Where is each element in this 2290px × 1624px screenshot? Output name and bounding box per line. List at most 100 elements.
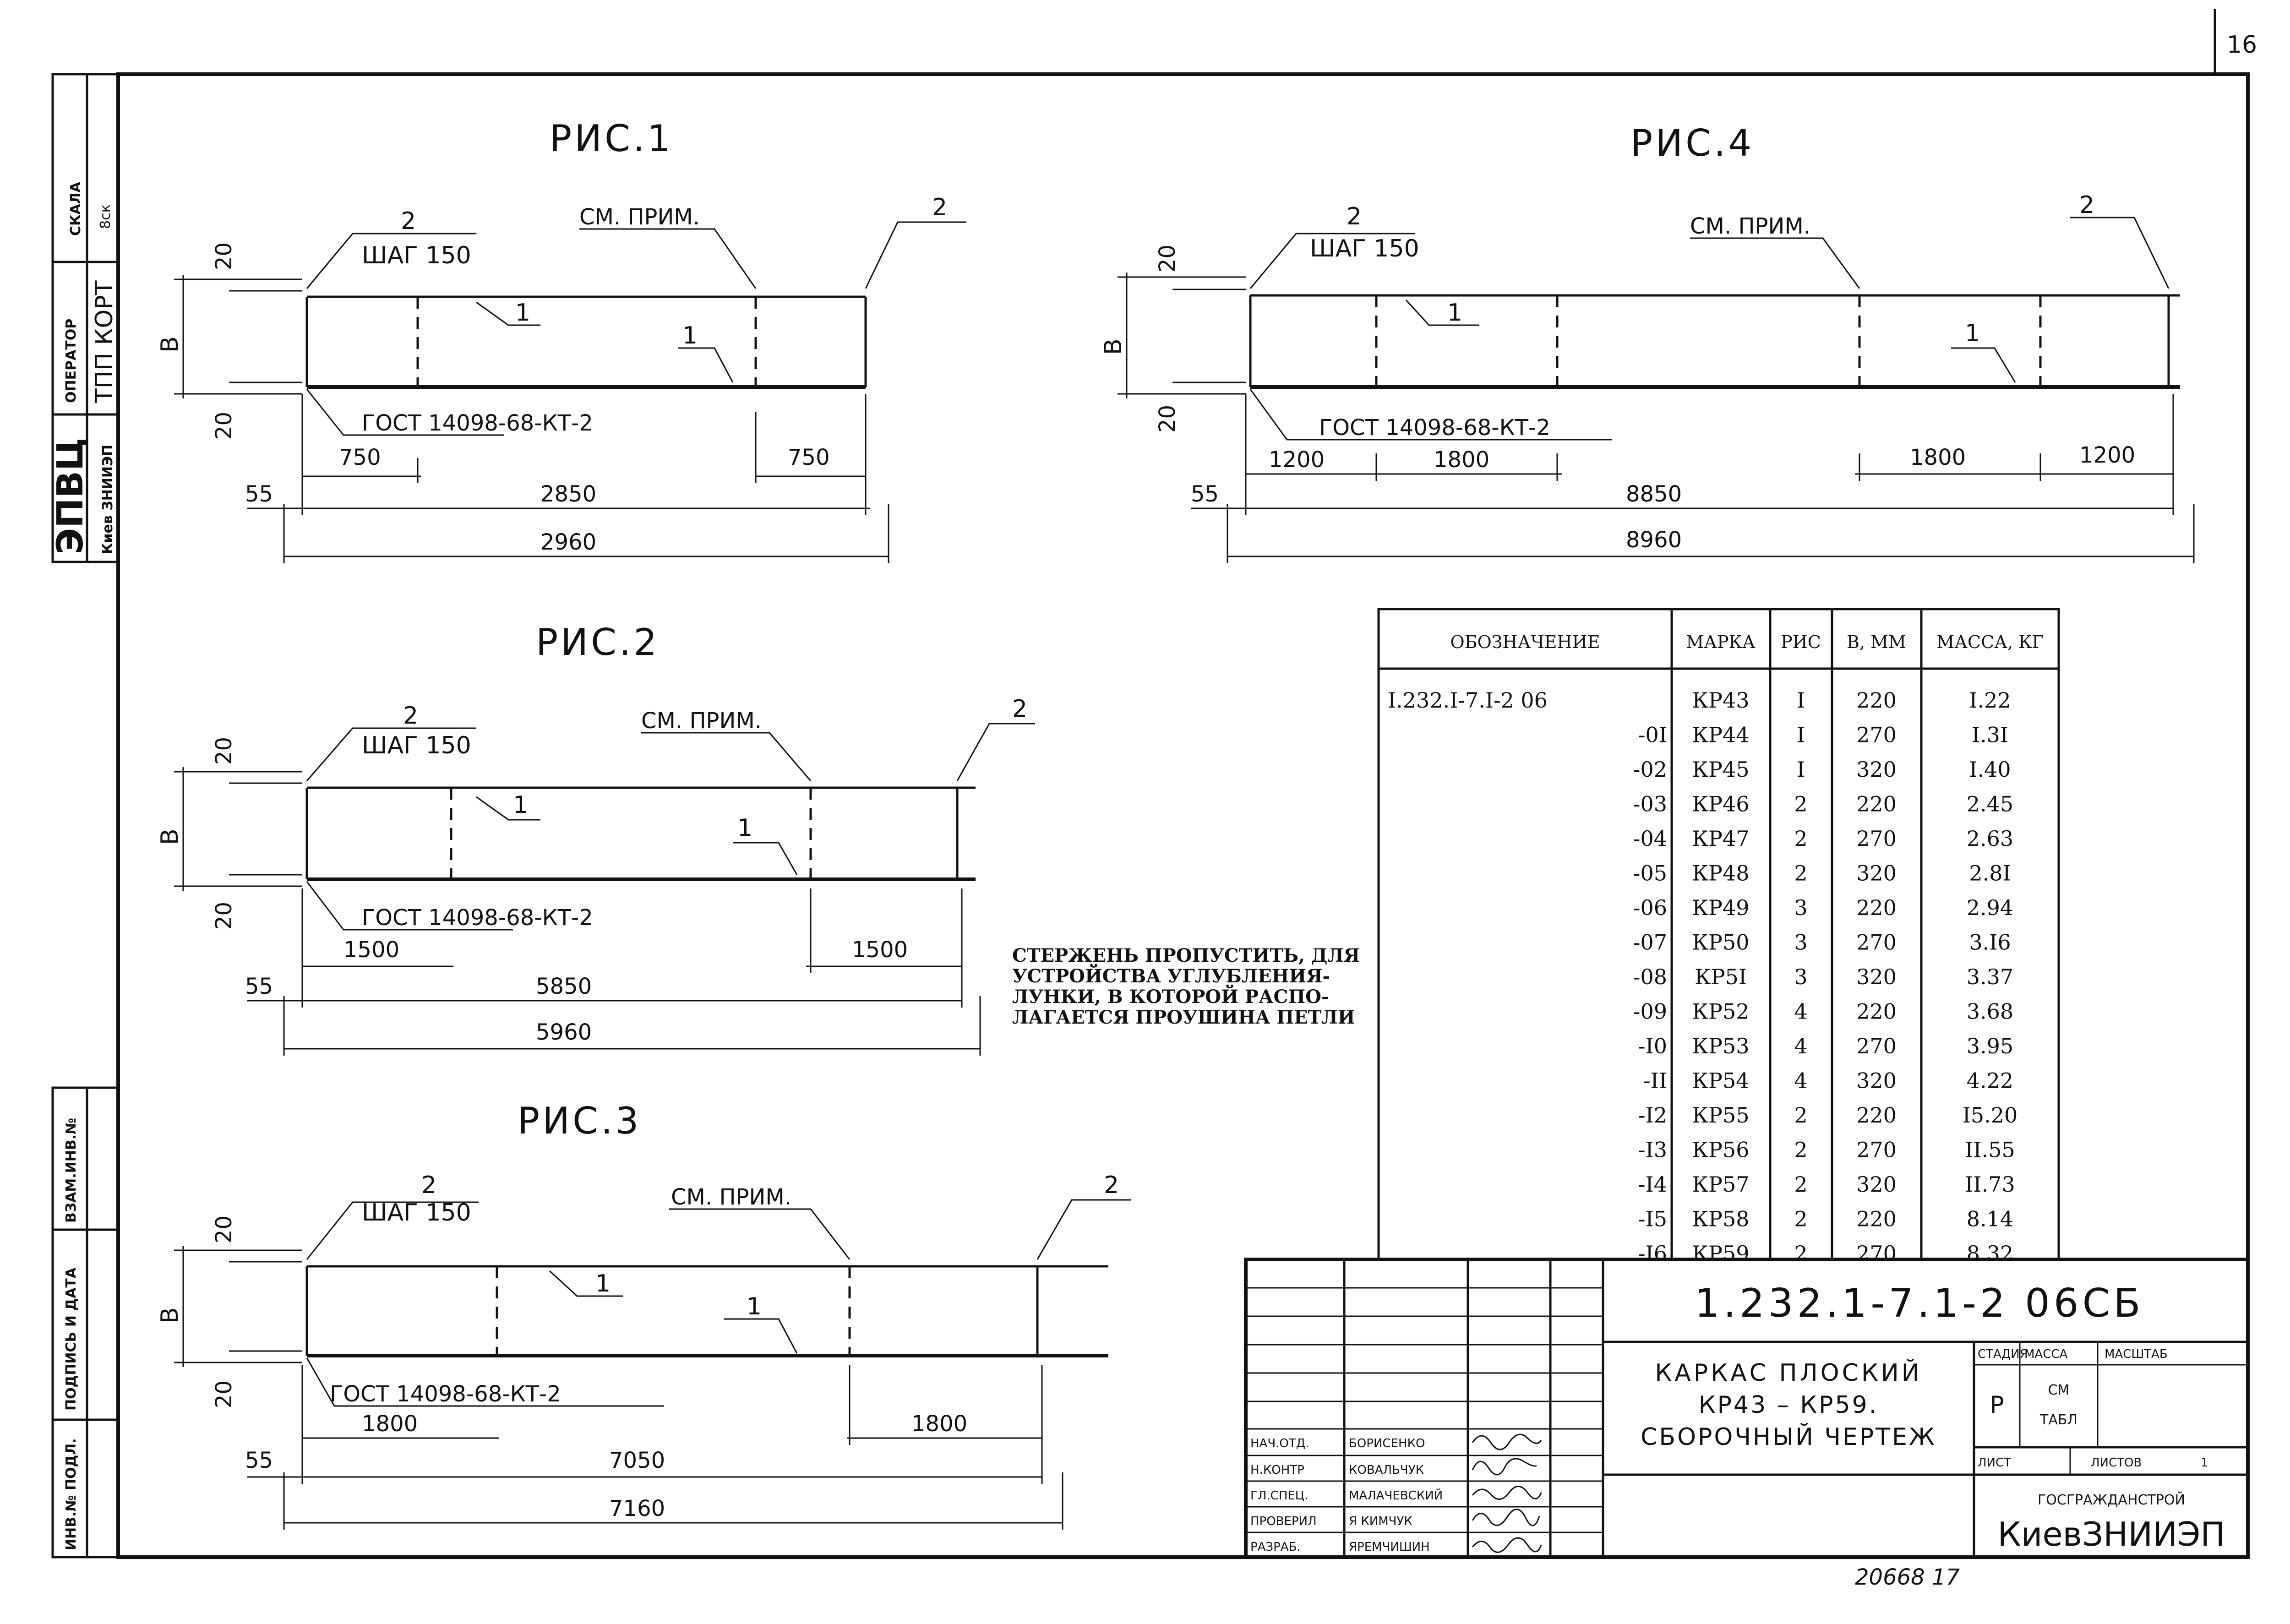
fig3-total-len: 7160 xyxy=(609,1496,665,1521)
operator-label: ОПЕРАТОР xyxy=(63,319,79,403)
fig4-leader-step xyxy=(1249,233,1415,289)
fig2-top-off: 20 xyxy=(211,737,237,765)
fig1-bot-off: 20 xyxy=(211,412,237,440)
fig2-leader-pos2b xyxy=(956,723,1035,781)
tb-name-line-1: КАРКАС ПЛОСКИЙ xyxy=(1655,1359,1922,1387)
spec-cell-r16-c1: КР59 xyxy=(1692,1241,1749,1266)
fig4-inner-len: 8850 xyxy=(1626,481,1682,507)
spec-cell-r7-c2: 3 xyxy=(1794,930,1807,955)
skala-label: СКАЛА xyxy=(68,181,84,236)
spec-cell-r4-c4: 2.63 xyxy=(1967,826,2013,851)
spec-cell-r7-c3: 270 xyxy=(1856,930,1897,955)
fig2-total-len: 5960 xyxy=(536,1019,592,1045)
spec-cell-r4-c2: 2 xyxy=(1794,826,1807,851)
spec-cell-r16-c3: 270 xyxy=(1856,1241,1897,1266)
fig2-note-ref: СМ. ПРИМ. xyxy=(641,708,762,734)
spec-cell-r12-c0: -I2 xyxy=(1638,1103,1667,1128)
spec-cell-r3-c1: КР46 xyxy=(1692,792,1749,817)
fig2-left-dim: 1500 xyxy=(344,937,399,963)
note-line-1: СТЕРЖЕНЬ ПРОПУСТИТЬ, ДЛЯ xyxy=(1012,945,1360,966)
spec-cell-r12-c1: КР55 xyxy=(1692,1103,1749,1128)
spec-cell-r1-c0: -0I xyxy=(1638,723,1667,747)
fig3-right-dim: 1800 xyxy=(911,1411,967,1437)
spec-cell-r10-c0: -I0 xyxy=(1638,1034,1667,1058)
tb-sheets-value: 1 xyxy=(2201,1456,2208,1470)
spec-cell-r8-c4: 3.37 xyxy=(1967,965,2013,989)
fig3-leader-pos1b xyxy=(724,1318,798,1354)
spec-cell-r15-c4: 8.14 xyxy=(1967,1207,2013,1232)
spec-cell-r3-c2: 2 xyxy=(1794,792,1807,817)
spec-cell-r14-c3: 320 xyxy=(1856,1172,1897,1197)
fig2-leader-pos1b xyxy=(733,842,798,875)
fig3-step: ШАГ 150 xyxy=(362,1199,471,1226)
fig4-leader-pos1b xyxy=(1951,347,2016,383)
tb-org-2: КиевЗНИИЭП xyxy=(1997,1515,2225,1553)
tb-doc-code: 1.232.1-7.1-2 06СБ xyxy=(1695,1281,2144,1326)
fig1-pos1a: 1 xyxy=(515,299,530,327)
operator-value: ТПП КОРТ xyxy=(91,280,118,403)
signature-5 xyxy=(1472,1537,1542,1553)
figure-4: РИС.4 2 ШАГ 150 СМ. ПРИМ. 2 1 1 ГОСТ 140… xyxy=(1100,122,2195,563)
fig4-pos1b: 1 xyxy=(1965,320,1980,347)
sheet-number: 16 xyxy=(2227,31,2257,59)
spec-cell-r14-c0: -I4 xyxy=(1638,1172,1667,1197)
fig3-note-ref: СМ. ПРИМ. xyxy=(671,1184,791,1210)
tb-role-3: ГЛ.СПЕЦ. xyxy=(1250,1489,1308,1503)
spec-cell-r14-c1: КР57 xyxy=(1692,1172,1749,1197)
spec-cell-r5-c4: 2.8I xyxy=(1969,861,2011,886)
inv-label: ИНВ.№ ПОДЛ. xyxy=(63,1438,79,1550)
spec-table: ОБОЗНАЧЕНИЕ МАРКА РИС В, ММ МАССА, КГ I.… xyxy=(1377,608,2060,1266)
spec-cell-r8-c0: -08 xyxy=(1633,965,1667,989)
fig1-right-dim: 750 xyxy=(788,445,830,470)
spec-header-b: В, ММ xyxy=(1847,632,1906,652)
spec-cell-r6-c0: -06 xyxy=(1633,895,1667,920)
fig2-edge: 55 xyxy=(245,974,273,999)
left-strip-bottom-frame xyxy=(51,1086,120,1559)
tb-role-1: НАЧ.ОТД. xyxy=(1250,1437,1309,1450)
fig2-leader-gost xyxy=(306,881,513,931)
fig3-gost: ГОСТ 14098-68-КТ-2 xyxy=(330,1381,561,1407)
fig3-height: В xyxy=(156,1307,184,1324)
spec-cell-r0-c4: I.22 xyxy=(1969,688,2011,713)
tb-name-line-2: КР43 – КР59. xyxy=(1699,1391,1878,1419)
spec-header-designation: ОБОЗНАЧЕНИЕ xyxy=(1450,632,1600,652)
fig3-leader-pos2b xyxy=(1036,1199,1131,1260)
tb-name-3: МАЛАЧЕВСКИЙ xyxy=(1349,1488,1443,1503)
spec-cell-r7-c0: -07 xyxy=(1633,930,1667,955)
fig1-leader-step xyxy=(306,233,476,289)
spec-header-mass: МАССА, КГ xyxy=(1936,632,2043,652)
spec-cell-r10-c4: 3.95 xyxy=(1967,1034,2013,1058)
spec-cell-r6-c2: 3 xyxy=(1794,895,1807,920)
fig1-note-ref: СМ. ПРИМ. xyxy=(579,204,700,230)
spec-cell-r5-c2: 2 xyxy=(1794,861,1807,886)
fig1-gost: ГОСТ 14098-68-КТ-2 xyxy=(362,410,593,436)
fig2-pos1b: 1 xyxy=(737,814,752,842)
fig3-bot-off: 20 xyxy=(211,1380,237,1408)
spec-cell-r11-c4: 4.22 xyxy=(1967,1068,2013,1093)
fig2-step: ШАГ 150 xyxy=(362,732,471,759)
spec-cell-r15-c1: КР58 xyxy=(1692,1207,1749,1232)
spec-cell-r9-c3: 220 xyxy=(1856,999,1897,1024)
tb-name-5: ЯРЕМЧИШИН xyxy=(1349,1540,1430,1554)
skala-sign: 8ск xyxy=(98,204,114,229)
spec-cell-r10-c3: 270 xyxy=(1856,1034,1897,1058)
spec-cell-r0-c3: 220 xyxy=(1856,688,1897,713)
spec-cell-r9-c1: КР52 xyxy=(1692,999,1749,1024)
spec-cell-r1-c4: I.3I xyxy=(1972,723,2008,747)
fig4-pos1a: 1 xyxy=(1447,299,1462,327)
spec-cell-r10-c2: 4 xyxy=(1794,1034,1807,1058)
fig3-pos1b: 1 xyxy=(747,1293,762,1320)
fig3-pos2a: 2 xyxy=(421,1172,436,1199)
fig4-left-dim-a: 1200 xyxy=(1269,447,1325,473)
fig1-inner-len: 2850 xyxy=(540,481,596,507)
spec-cell-r3-c0: -03 xyxy=(1633,792,1667,817)
org-sub: Киев ЗНИИЭП xyxy=(100,445,116,554)
fig3-leader-pos1a xyxy=(549,1270,623,1297)
spec-cell-r8-c3: 320 xyxy=(1856,965,1897,989)
fig4-bot-off: 20 xyxy=(1155,405,1180,433)
fig3-edge: 55 xyxy=(245,1448,273,1473)
fig1-total-len: 2960 xyxy=(540,529,596,555)
tb-org-1: ГОСГРАЖДАНСТРОЙ xyxy=(2038,1492,2185,1508)
spec-cell-r15-c3: 220 xyxy=(1856,1207,1897,1232)
